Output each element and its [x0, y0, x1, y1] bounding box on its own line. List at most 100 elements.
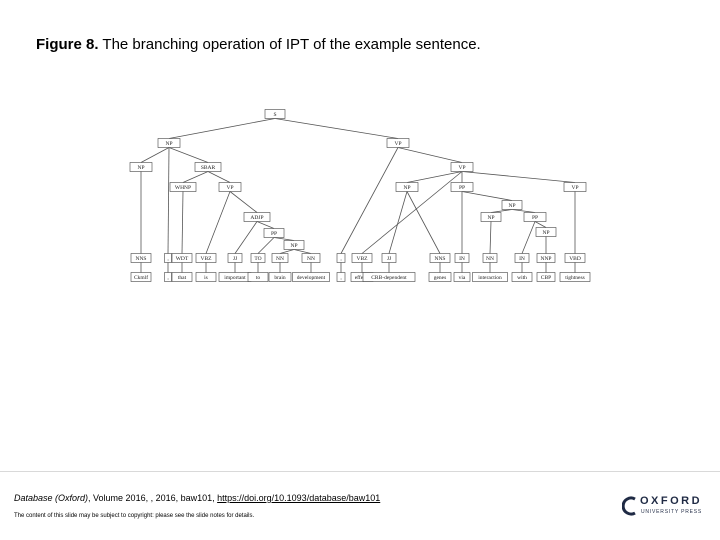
- word-token: that: [171, 272, 193, 282]
- word-token: genes: [428, 272, 452, 282]
- svg-text:NN: NN: [307, 256, 315, 262]
- citation: Database (Oxford), Volume 2016, , 2016, …: [14, 493, 380, 503]
- svg-text:,: ,: [167, 256, 169, 262]
- svg-text:IN: IN: [519, 256, 525, 262]
- tree-node-pp1: PP: [263, 228, 285, 238]
- svg-text:VBD: VBD: [569, 256, 581, 262]
- tree-edge: [293, 249, 312, 254]
- footer-divider: [0, 471, 720, 472]
- tree-edge: [140, 147, 170, 163]
- svg-text:TO: TO: [254, 256, 261, 262]
- tree-edge: [340, 147, 399, 254]
- word-token: development: [292, 272, 330, 282]
- svg-text:VP: VP: [394, 141, 401, 147]
- figure-title: Figure 8. The branching operation of IPT…: [36, 36, 481, 53]
- tree-node-s: S: [264, 109, 286, 119]
- pos-tag: NNS: [130, 253, 152, 263]
- tree-edge: [511, 209, 536, 213]
- svg-text:,: ,: [340, 275, 342, 281]
- svg-text:to: to: [256, 275, 261, 281]
- tree-edge: [397, 147, 463, 163]
- tree-edge: [229, 191, 258, 213]
- pos-tag: VBZ: [195, 253, 217, 263]
- pos-tag: WDT: [171, 253, 193, 263]
- oxford-emblem-icon: [622, 496, 636, 516]
- tree-node-np6: NP: [480, 212, 502, 222]
- word-token: important: [218, 272, 252, 282]
- svg-text:PP: PP: [532, 215, 538, 221]
- oxford-logo[interactable]: OXFORD UNIVERSITY PRESS: [620, 494, 710, 520]
- tree-node-vp3: VP: [450, 162, 474, 172]
- svg-text:PP: PP: [271, 231, 277, 237]
- svg-text:brain: brain: [274, 275, 286, 281]
- svg-text:that: that: [178, 275, 187, 281]
- pos-tag: IN: [454, 253, 470, 263]
- tree-edge: [182, 171, 209, 183]
- tree-node-np7: NP: [535, 227, 557, 237]
- tree-node-vp2: VP: [218, 182, 242, 192]
- word-token: is: [195, 272, 217, 282]
- svg-text:IN: IN: [459, 256, 465, 262]
- tree-node-np4: NP: [395, 182, 419, 192]
- copyright-notice: The content of this slide may be subject…: [14, 513, 255, 519]
- pos-tag: NN: [482, 253, 498, 263]
- svg-text:NP: NP: [137, 165, 144, 171]
- pos-tag: JJ: [227, 253, 243, 263]
- svg-text:VBZ: VBZ: [357, 256, 369, 262]
- tree-edge: [167, 147, 170, 254]
- word-token: Ckmlf: [130, 272, 152, 282]
- tree-node-whnp: WHNP: [169, 182, 197, 192]
- word-token: ,: [336, 272, 346, 282]
- tree-edge: [257, 237, 275, 254]
- svg-text:NP: NP: [508, 203, 515, 209]
- pos-tag: NN: [301, 253, 321, 263]
- pos-tag: IN: [514, 253, 530, 263]
- tree-edge: [534, 221, 547, 228]
- svg-text:NNP: NNP: [540, 256, 551, 262]
- tree-node-vp4: VP: [563, 182, 587, 192]
- tree-edge: [279, 249, 295, 254]
- svg-text:,: ,: [340, 256, 342, 262]
- pos-tag: ,: [164, 253, 172, 263]
- tree-edge: [181, 191, 184, 254]
- svg-text:NN: NN: [486, 256, 494, 262]
- svg-text:CBP: CBP: [541, 275, 551, 281]
- word-token: CBP: [536, 272, 556, 282]
- tree-edge: [489, 221, 492, 254]
- svg-text:NP: NP: [487, 215, 494, 221]
- citation-details: , Volume 2016, , 2016, baw101,: [88, 493, 218, 503]
- pos-tag: TO: [250, 253, 266, 263]
- tree-edge: [406, 191, 441, 254]
- svg-text:development: development: [297, 275, 326, 281]
- svg-text:S: S: [273, 112, 276, 118]
- pos-tag: NN: [271, 253, 289, 263]
- svg-text:is: is: [204, 275, 208, 281]
- journal-name: Database (Oxford): [14, 493, 89, 503]
- tree-edge: [461, 171, 576, 183]
- tree-node-np2: NP: [129, 162, 153, 172]
- tree-edge: [490, 209, 513, 213]
- pos-tag: NNP: [536, 253, 556, 263]
- tree-node-pp3: PP: [523, 212, 547, 222]
- tree-edge: [274, 118, 399, 139]
- doi-link[interactable]: https://doi.org/10.1093/database/baw101: [217, 493, 381, 503]
- svg-text:NP: NP: [542, 230, 549, 236]
- tree-node-np3: NP: [283, 240, 305, 250]
- svg-text:NNS: NNS: [135, 256, 146, 262]
- svg-text:effects: effects: [355, 274, 370, 281]
- tree-edge: [205, 191, 231, 254]
- pos-tag: ,: [336, 253, 346, 263]
- word-token: ,: [164, 272, 172, 282]
- svg-text:with: with: [517, 275, 527, 281]
- tree-edge: [406, 171, 463, 183]
- svg-text:JJ: JJ: [233, 256, 238, 262]
- word-token: CRB-dependent: [362, 272, 416, 282]
- tree-edge: [521, 221, 536, 254]
- logo-wordmark: OXFORD: [640, 495, 703, 507]
- tree-node-pp2: PP: [450, 182, 474, 192]
- svg-text:interaction: interaction: [478, 275, 502, 281]
- tree-node-np1: NP: [157, 138, 181, 148]
- svg-text:NN: NN: [276, 256, 284, 262]
- svg-text:NP: NP: [165, 141, 172, 147]
